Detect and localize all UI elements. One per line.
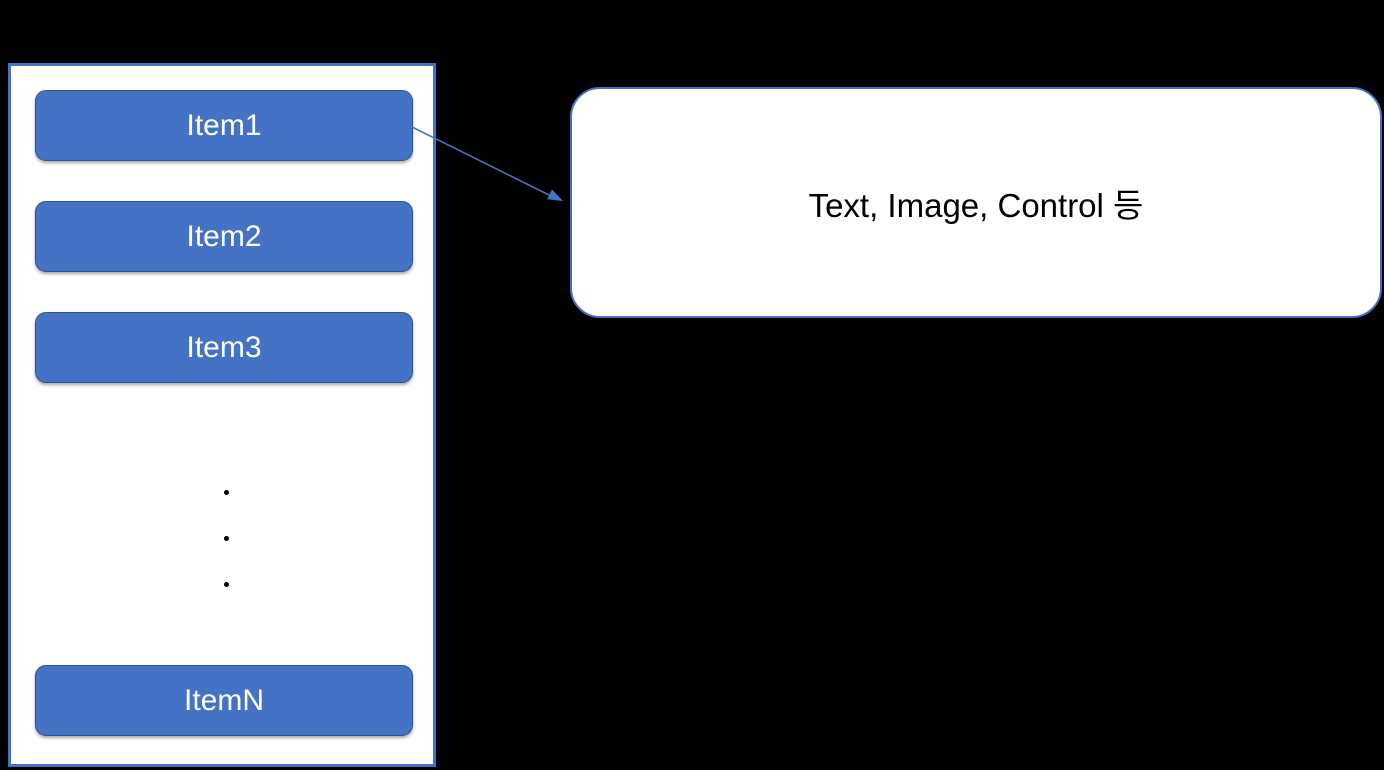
arrow-head — [547, 189, 563, 201]
ellipsis-dot — [224, 536, 229, 541]
callout-label: Text, Image, Control 등 — [808, 186, 1144, 224]
list-item-1: Item1 — [35, 90, 413, 161]
list-item-3: Item3 — [35, 312, 413, 383]
ellipsis-dot — [224, 582, 229, 587]
items-list-panel: Item1 Item2 Item3 ItemN — [8, 63, 436, 767]
item-template-callout: Text, Image, Control 등 — [570, 87, 1382, 318]
list-item-2: Item2 — [35, 201, 413, 272]
list-item-n: ItemN — [35, 665, 413, 736]
ellipsis — [224, 490, 229, 587]
ellipsis-dot — [224, 490, 229, 495]
